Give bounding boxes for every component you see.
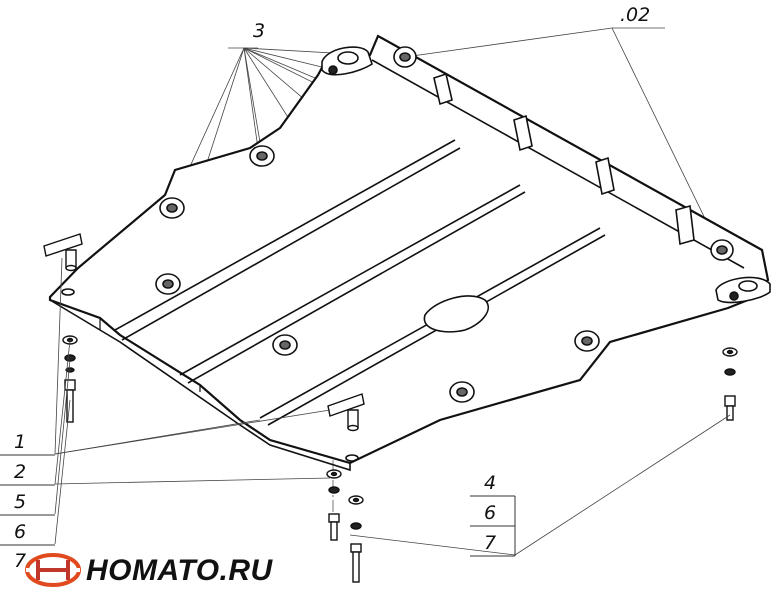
leaders-left-stack bbox=[54, 257, 331, 545]
callout-4: 4 bbox=[484, 472, 497, 494]
mounting-tabs bbox=[61, 46, 771, 462]
flange-slots bbox=[433, 72, 695, 246]
brand-mark-icon bbox=[25, 553, 81, 587]
fastener-stack-middle bbox=[326, 469, 364, 583]
bracket-left bbox=[43, 233, 83, 272]
fastener-stack-right bbox=[722, 347, 738, 421]
bolt-bosses bbox=[155, 46, 734, 403]
callout-7-left: 7 bbox=[14, 550, 27, 572]
callout-6-right: 6 bbox=[484, 502, 497, 524]
callout-table-right bbox=[470, 495, 516, 557]
callout-1: 1 bbox=[14, 431, 27, 453]
bracket-middle bbox=[327, 393, 365, 432]
callout-6-left: 6 bbox=[14, 521, 27, 543]
callout-7-right: 7 bbox=[484, 532, 497, 554]
center-cutout bbox=[423, 295, 489, 333]
leaders-right-stack bbox=[349, 414, 731, 556]
callout-02: .02 bbox=[620, 4, 651, 26]
callout-table-left bbox=[0, 454, 55, 546]
callout-2: 2 bbox=[14, 461, 27, 483]
brand-logo-text: HOMATO.RU bbox=[86, 554, 273, 587]
brand-logo[interactable]: HOMATO.RU bbox=[24, 550, 272, 594]
callout-5: 5 bbox=[14, 491, 27, 513]
callout-3: 3 bbox=[253, 20, 266, 42]
plate-outline bbox=[48, 34, 770, 465]
